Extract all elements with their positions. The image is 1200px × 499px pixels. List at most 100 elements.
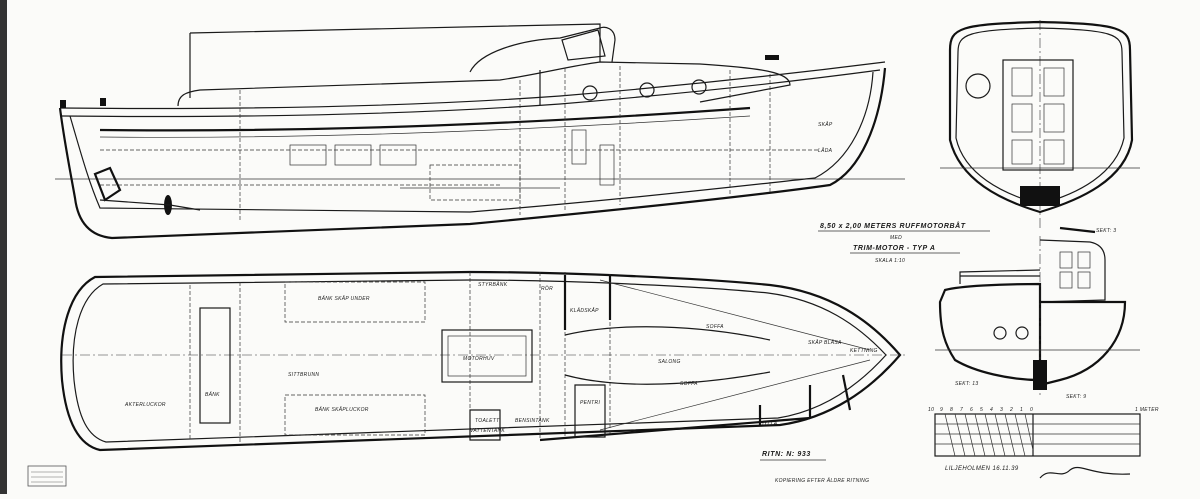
section-9-outline (1039, 300, 1127, 387)
label-vattentank: VATTENTANK (470, 428, 505, 434)
section-porthole (993, 326, 1007, 340)
deck-inner (72, 279, 887, 443)
section-3-outline (948, 20, 1134, 214)
bench-top (284, 281, 426, 323)
drawing-number: RITN: N: 933 (762, 451, 811, 458)
label-hylla: HYLLA (760, 421, 778, 427)
scale-num-4: 4 (990, 407, 993, 413)
label-skap-blasa: SKÅP BLÅSA (808, 339, 842, 346)
door-window (1043, 103, 1065, 133)
section-13-roof (1039, 239, 1106, 303)
section-label-line (1059, 226, 1096, 234)
section-3-inner (955, 27, 1125, 205)
folding-top (189, 23, 601, 98)
sheet-edge (0, 0, 7, 494)
porthole (582, 85, 598, 101)
title-line-1: 8,50 x 2,00 METERS RUFFMOTORBÅT (820, 221, 966, 230)
sheer-line (59, 61, 886, 110)
scale-num-5: 5 (980, 407, 983, 413)
stern-fitting (60, 100, 66, 108)
stamp-lettering (31, 471, 63, 483)
label-toalett: TOALETT (475, 418, 500, 424)
windshield-pane (561, 29, 606, 61)
door-window (1011, 103, 1033, 133)
label-pentri: PENTRI (580, 400, 600, 406)
hull-lines (599, 279, 871, 431)
section-13-window (1077, 251, 1091, 269)
section-13-cabin (959, 269, 1041, 284)
door (599, 144, 615, 186)
label-bank-skap-under: BÄNK SKÅP UNDER (318, 295, 370, 302)
stern-cleat (100, 98, 106, 106)
door (571, 129, 587, 165)
cockpit-window (289, 144, 327, 166)
section-3: SEKT: 3 (940, 20, 1140, 234)
bow-rib (841, 374, 852, 411)
scale-num-6: 6 (970, 407, 973, 413)
scale-num-2: 2 (1009, 407, 1013, 413)
porthole (691, 79, 707, 95)
engine-cover (441, 329, 533, 383)
hull-outline (58, 67, 887, 240)
sofa-outline (564, 326, 771, 385)
label-ror: RÖR (541, 285, 553, 292)
scale-unit: 1 METER (1135, 407, 1159, 413)
section-porthole (1015, 326, 1029, 340)
label-skap-profile: SKÅP (818, 121, 833, 128)
sheer-line-2 (61, 69, 881, 118)
cockpit-window (334, 144, 372, 166)
cabin-roof (177, 61, 791, 107)
scale-num-9: 9 (940, 407, 943, 413)
scale-diagonals (944, 413, 1034, 457)
label-sofa-2: SOFFA (680, 381, 698, 387)
label-bensintank: BENSINTANK (515, 418, 550, 424)
scale-num-0: 0 (1030, 407, 1033, 413)
scale-num-3: 3 (1000, 407, 1003, 413)
interior-hidden-lines (100, 149, 820, 186)
signature (1039, 466, 1131, 479)
museum-stamp (27, 465, 67, 487)
engine-hidden (429, 164, 521, 201)
shaft (99, 199, 201, 211)
section-13-window (1059, 271, 1073, 289)
cockpit-window (379, 144, 417, 166)
section-13-window (1077, 271, 1091, 289)
scale-frame (934, 413, 1141, 457)
bench-bottom (284, 394, 426, 436)
cleat (765, 55, 779, 60)
door-window (1043, 139, 1065, 165)
plan-stations (189, 272, 611, 442)
label-sittbrunn: SITTBRUNN (288, 372, 319, 378)
place-date: LILJEHOLMEN 16.11.39 (945, 466, 1019, 472)
scale-num-8: 8 (950, 407, 953, 413)
label-styrbank: STYRBÄNK (478, 281, 508, 288)
label-bank-skaplocker: BÄNK SKÅPLUCKOR (315, 406, 369, 413)
section-keel (1033, 360, 1047, 390)
hull-inner (69, 71, 874, 213)
label-kettning: KETTNING (850, 348, 878, 354)
deck-outline (60, 270, 902, 452)
plan-view: BÄNK SKÅP UNDER STYRBÄNK RÖR KLÄDSKÅP SO… (60, 270, 905, 452)
label-salong: SALONG (658, 359, 681, 365)
steering-wheel (965, 73, 991, 99)
title-block: 8,50 x 2,00 METERS RUFFMOTORBÅT MED TRIM… (818, 221, 990, 264)
copy-note: KOPIERING EFTER ÄLDRE RITNING (775, 477, 869, 484)
label-bank: BÄNK (205, 391, 220, 398)
scale-num-7: 7 (960, 407, 963, 413)
windshield (469, 26, 616, 73)
scale-num-1: 1 (1020, 407, 1023, 413)
title-line-2: MED (890, 235, 902, 241)
rubbing-strake-2 (99, 115, 751, 138)
title-line-3: TRIM-MOTOR - TYP A (853, 245, 935, 252)
keel (1020, 186, 1060, 206)
wc (469, 409, 501, 441)
label-sekt-13: SEKT: 13 (955, 381, 978, 387)
scale-text: SKALA 1:10 (875, 258, 905, 264)
label-akterluckor: AKTERLUCKOR (124, 402, 166, 408)
scale-rows (935, 423, 1140, 445)
label-sekt-3: SEKT: 3 (1096, 228, 1116, 234)
rudder (93, 166, 122, 202)
label-lada-profile: LÅDA (818, 147, 833, 154)
